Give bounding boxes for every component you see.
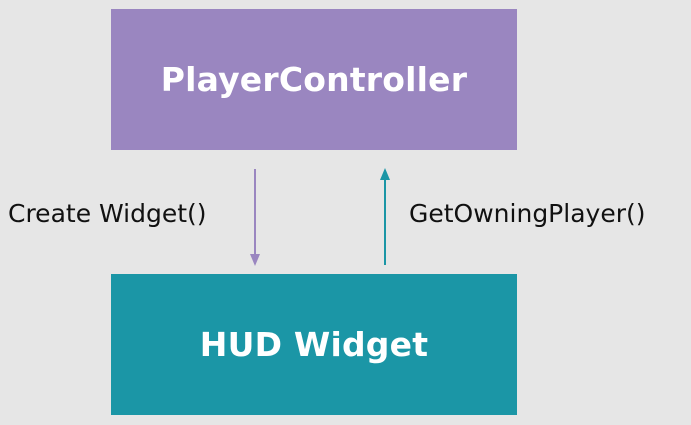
down-arrow [250, 169, 260, 266]
up-arrow [380, 168, 390, 265]
player-controller-box: PlayerController [111, 9, 517, 150]
create-widget-label: Create Widget() [8, 199, 207, 228]
hud-widget-label: HUD Widget [199, 325, 429, 364]
hud-widget-box: HUD Widget [111, 274, 517, 415]
get-owning-player-label: GetOwningPlayer() [409, 199, 646, 228]
player-controller-label: PlayerController [160, 60, 468, 99]
